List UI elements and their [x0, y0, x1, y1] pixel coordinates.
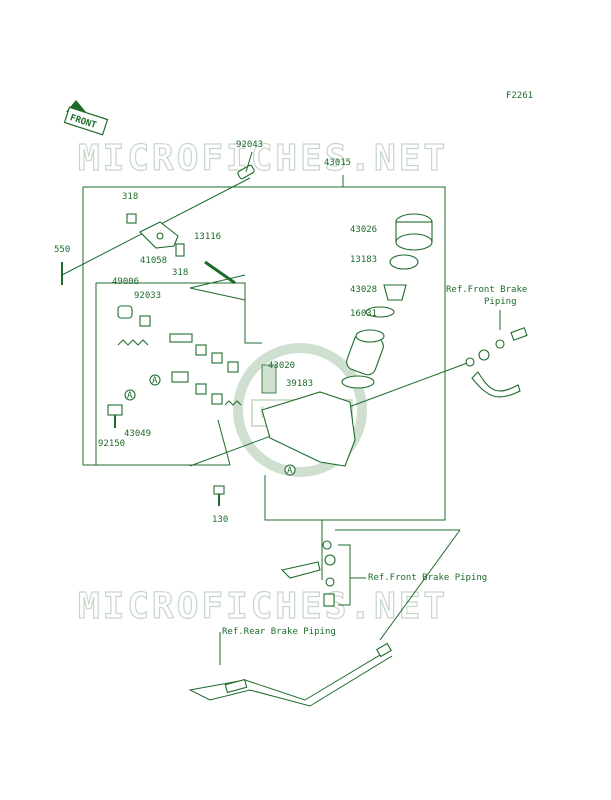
part-49006-cap: [117, 305, 133, 319]
part-43026-reservoir-cap: [395, 213, 433, 251]
ref-front-brake-piping-top-line2: Piping: [484, 297, 517, 307]
leader-ref-rear: [379, 529, 461, 641]
callout-A-2: A: [124, 389, 136, 401]
leader-13116: [189, 274, 246, 289]
ref-rear-brake-piping: Ref.Rear Brake Piping: [222, 627, 336, 637]
assembly-outline-43020: [96, 282, 262, 344]
watermark-top: MICROFICHES.NET: [78, 138, 448, 179]
part-43049-bolt: [107, 404, 123, 416]
leader-92043: [245, 151, 253, 173]
part-39183-clamp: [341, 375, 375, 389]
banjo-fittings: [280, 540, 336, 607]
label-43049: 43049: [124, 429, 151, 439]
leader-bracket-front-bottom: [338, 544, 351, 606]
piston-kit-upper: [117, 305, 239, 373]
ref-front-brake-piping-bottom: Ref.Front Brake Piping: [368, 573, 487, 583]
label-43020: 43020: [268, 361, 295, 371]
label-318-lower: 318: [172, 268, 188, 278]
front-arrow-icon: FRONT: [63, 100, 109, 136]
part-43020-master-cylinder: [261, 364, 356, 467]
piston-kit-lower: [117, 339, 242, 406]
callout-A-1: A: [149, 374, 161, 386]
label-41058: 41058: [140, 256, 167, 266]
label-130: 130: [212, 515, 228, 525]
label-13183: 13183: [350, 255, 377, 265]
callout-A-3: A: [284, 464, 296, 476]
label-43026: 43026: [350, 225, 377, 235]
ref-front-brake-piping-top-line1: Ref.Front Brake: [446, 285, 527, 295]
part-318-nut-lower: [175, 243, 185, 257]
part-318-nut-upper: [126, 213, 137, 224]
leader-130: [217, 419, 231, 466]
label-49006: 49006: [112, 277, 139, 287]
label-92150: 92150: [98, 439, 125, 449]
label-92033: 92033: [134, 291, 161, 301]
part-43028-diaphragm: [383, 284, 407, 301]
label-16031: 16031: [350, 309, 377, 319]
label-43028: 43028: [350, 285, 377, 295]
rear-brake-pipe: [188, 642, 393, 707]
callout-A-2-text: A: [127, 391, 133, 401]
callout-A-3-text: A: [287, 466, 293, 476]
part-13183-plate: [389, 254, 419, 270]
label-92043: 92043: [236, 140, 263, 150]
watermark-bottom: MICROFICHES.NET: [78, 586, 448, 627]
part-16031-float: [365, 306, 395, 318]
part-41058-clevis: [139, 221, 179, 249]
leader-13116b: [189, 287, 246, 301]
callout-A-1-text: A: [152, 376, 158, 386]
label-318-upper: 318: [122, 192, 138, 202]
front-brake-pipe-top: [465, 327, 528, 398]
part-130-bolt: [213, 485, 225, 506]
part-13116-push-rod: [204, 260, 236, 285]
inner-outline-bottom: [264, 475, 335, 521]
label-43015: 43015: [324, 158, 351, 168]
part-92033-ring: [139, 315, 151, 327]
part-reservoir-body: [346, 329, 385, 376]
label-39183: 39183: [286, 379, 313, 389]
figure-code: F2261: [506, 91, 533, 101]
assembly-outline-43015: [83, 186, 446, 521]
label-13116: 13116: [194, 232, 221, 242]
label-550: 550: [54, 245, 70, 255]
